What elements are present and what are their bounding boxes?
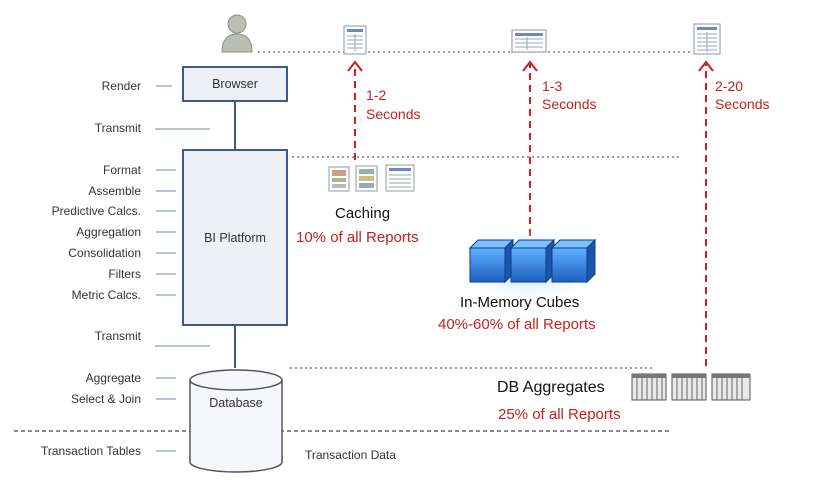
caching-share: 10% of all Reports [296, 229, 419, 246]
caching-arrow-head [347, 60, 363, 72]
transmit-bottom-label: Transmit [94, 329, 141, 343]
user-icon [221, 14, 253, 53]
render-label: Render [101, 79, 141, 93]
consolidation-label: Consolidation [68, 246, 141, 260]
cube-icon [449, 226, 609, 306]
aggregate-label: Aggregate [85, 371, 141, 385]
assemble-label: Assemble [88, 184, 141, 198]
report-icon [693, 23, 721, 55]
cubes-time-range: 1-3 [542, 78, 563, 94]
transaction-data-label: Transaction Data [305, 448, 396, 462]
cubes-arrow-head [522, 60, 538, 72]
caching-time-unit: Seconds [366, 106, 421, 122]
aggregates-time-range: 2-20 [715, 78, 744, 94]
response-time-arrows [347, 60, 714, 366]
report-icon [343, 25, 367, 55]
bi-platform-box: BI Platform [182, 149, 288, 326]
cubes-time-unit: Seconds [542, 96, 597, 112]
cached-report-icons [328, 164, 415, 192]
aggregation-label: Aggregation [76, 225, 141, 239]
aggregates-time-unit: Seconds [715, 96, 770, 112]
database-label: Database [209, 396, 263, 410]
left-tick-lines [155, 85, 210, 452]
database-cylinder [189, 369, 283, 473]
db-aggregates-title: DB Aggregates [497, 379, 605, 396]
report-icon [511, 29, 547, 53]
filters-label: Filters [108, 267, 141, 281]
browser-box: Browser [182, 66, 288, 102]
caching-time-range: 1-2 [366, 87, 387, 103]
metric-calcs-label: Metric Calcs. [71, 288, 141, 302]
cubes-title: In-Memory Cubes [460, 294, 580, 311]
aggregates-arrow-head [698, 60, 714, 72]
caching-title: Caching [335, 205, 391, 222]
predictive-calcs-label: Predictive Calcs. [51, 204, 141, 218]
cubes-share: 40%-60% of all Reports [438, 316, 596, 333]
select-join-label: Select & Join [70, 392, 141, 406]
format-label: Format [102, 163, 141, 177]
db-aggregates-share: 25% of all Reports [498, 406, 621, 423]
transaction-tables-label: Transaction Tables [40, 444, 141, 458]
transmit-top-label: Transmit [94, 121, 141, 135]
db-table-icon [631, 373, 751, 401]
